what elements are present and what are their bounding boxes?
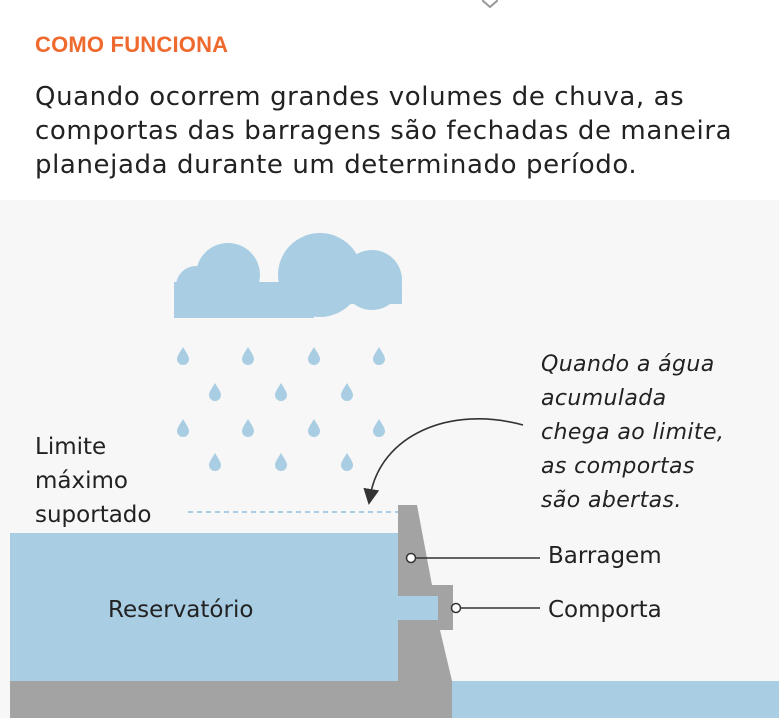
limit-label: Limite máximo suportado (35, 434, 152, 528)
rain-drops-icon (177, 347, 385, 471)
dam-label: Barragem (548, 543, 662, 569)
reservoir-water (10, 533, 400, 681)
intro-text: Quando ocorrem grandes volumes de chuva,… (35, 82, 733, 180)
cloud-icon (174, 233, 402, 317)
gate-label: Comporta (548, 597, 662, 623)
dam-diagram (10, 233, 779, 718)
header-area (0, 0, 779, 200)
dam-pointer (405, 552, 417, 564)
ground (10, 681, 452, 718)
annotation-note: Quando a água acumulada chega ao limite,… (541, 352, 725, 513)
reservoir-label: Reservatório (108, 597, 254, 623)
gate-pointer (450, 602, 462, 614)
note-arrow (363, 418, 524, 505)
downstream-water (452, 681, 779, 718)
top-marker-icon (482, 0, 498, 8)
section-title: COMO FUNCIONA (35, 32, 229, 57)
